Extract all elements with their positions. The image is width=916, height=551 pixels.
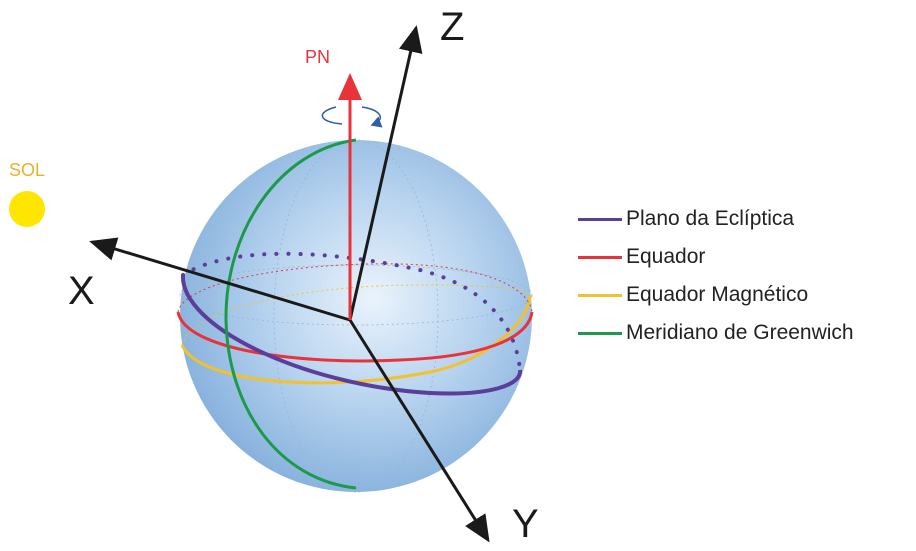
legend: Plano da Eclíptica Equador Equador Magné… bbox=[578, 200, 854, 352]
legend-item-ecliptic: Plano da Eclíptica bbox=[578, 200, 854, 238]
legend-item-equator: Equador bbox=[578, 238, 854, 276]
legend-swatch bbox=[578, 331, 622, 335]
legend-label: Plano da Eclíptica bbox=[626, 207, 795, 230]
axis-y-arrow bbox=[348, 319, 490, 543]
axis-z-arrow bbox=[348, 25, 423, 321]
sun-label: SOL bbox=[9, 160, 45, 180]
sphere-grid bbox=[179, 139, 533, 493]
legend-label: Meridiano de Greenwich bbox=[626, 321, 854, 344]
legend-item-magnetic-equator: Equador Magnético bbox=[578, 276, 854, 314]
legend-swatch bbox=[578, 255, 622, 259]
legend-swatch bbox=[578, 293, 622, 297]
legend-label: Equador Magnético bbox=[626, 283, 809, 306]
axis-x-arrow bbox=[89, 237, 351, 322]
magnetic-equator-line bbox=[180, 294, 532, 385]
greenwich-meridian-line bbox=[224, 138, 357, 490]
legend-item-greenwich: Meridiano de Greenwich bbox=[578, 314, 854, 352]
rotation-arrow-icon bbox=[321, 106, 380, 125]
sphere bbox=[180, 140, 532, 492]
north-pole-label: PN bbox=[305, 47, 330, 67]
legend-label: Equador bbox=[626, 245, 706, 268]
axis-y-label: Y bbox=[512, 502, 539, 546]
ecliptic-line bbox=[180, 274, 523, 396]
legend-swatch bbox=[578, 217, 622, 221]
axis-z-label: Z bbox=[440, 5, 464, 49]
sun-icon bbox=[9, 191, 45, 227]
axis-x-label: X bbox=[68, 269, 95, 313]
magnetic-equator-back bbox=[181, 284, 531, 346]
equator-line bbox=[176, 311, 534, 363]
